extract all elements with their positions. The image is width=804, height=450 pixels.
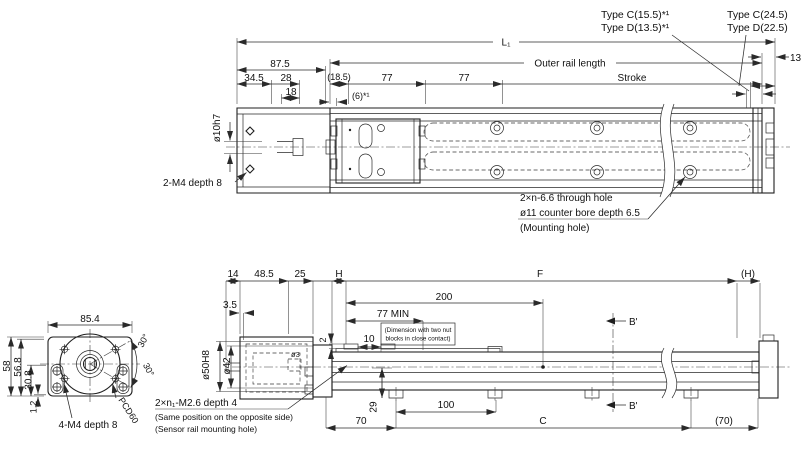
rail-end-cap bbox=[752, 107, 775, 194]
corner-slots bbox=[50, 364, 130, 394]
dim-outer-rail-length: Outer rail length bbox=[534, 59, 605, 70]
dim-56-8: 56.8 bbox=[13, 357, 24, 377]
dim-10: 10 bbox=[363, 334, 375, 345]
callout-pcd: PCD60 bbox=[116, 395, 140, 425]
carriage-block bbox=[330, 118, 426, 184]
dim-6: (6)*¹ bbox=[352, 91, 370, 101]
dim-58: 58 bbox=[2, 360, 13, 372]
dim-14: 14 bbox=[227, 269, 239, 280]
dim-30deg-top: 30° bbox=[136, 332, 151, 349]
dim-1-2: 1.2 bbox=[29, 401, 39, 414]
dim-87-5: 87.5 bbox=[270, 59, 290, 70]
section-b-bottom: B' bbox=[629, 401, 638, 412]
dim-18-5: (18.5) bbox=[327, 72, 351, 82]
dim-dia3: ø3 bbox=[291, 350, 300, 359]
dim-85-4: 85.4 bbox=[80, 314, 100, 325]
m4-hole-markers bbox=[245, 126, 255, 174]
dim-dia50: ø50H8 bbox=[201, 350, 212, 380]
callout-type-d-inner: Type D(13.5)*¹ bbox=[601, 22, 670, 34]
dim-29: 29 bbox=[369, 401, 380, 413]
callout-sensor-3: (Sensor rail mounting hole) bbox=[155, 424, 257, 434]
callout-flange-screws: 4-M4 depth 8 bbox=[59, 420, 118, 431]
rail-feet bbox=[388, 387, 699, 401]
section-b-top: B' bbox=[629, 317, 638, 328]
dim-h-ref: (H) bbox=[741, 269, 755, 280]
note-nut-1: (Dimension with two nut bbox=[385, 327, 452, 334]
dim-30-8: 30.8 bbox=[24, 370, 35, 390]
rail-mounting-holes bbox=[490, 121, 697, 179]
dim-stroke: Stroke bbox=[618, 73, 647, 84]
callout-mount-hole-3: (Mounting hole) bbox=[520, 223, 589, 234]
dim-3-5: 3.5 bbox=[223, 300, 237, 311]
callout-sensor-2: (Same position on the opposite side) bbox=[155, 412, 293, 422]
dim-dia42: ø42 bbox=[222, 357, 233, 375]
side-view: 14 48.5 25 H F (H) 3.5 200 77 MIN (Dimen… bbox=[155, 269, 790, 434]
dim-l1: L₁ bbox=[502, 38, 512, 49]
dim-70: 70 bbox=[355, 416, 367, 427]
dim-f: F bbox=[537, 269, 543, 280]
dim-25: 25 bbox=[294, 269, 306, 280]
dim-18: 18 bbox=[285, 87, 297, 98]
dim-28: 28 bbox=[280, 73, 292, 84]
callout-type-d-outer: Type D(22.5) bbox=[727, 22, 788, 34]
callout-shaft-dia: ø10h7 bbox=[212, 113, 223, 142]
dim-30deg-bottom: 30° bbox=[141, 361, 156, 378]
dim-77-b: 77 bbox=[458, 73, 470, 84]
dim-100: 100 bbox=[438, 400, 455, 411]
dim-48-5: 48.5 bbox=[254, 269, 274, 280]
dim-h: H bbox=[335, 269, 342, 280]
end-view: 85.4 58 56.8 30.8 1.2 30° 30° 4-M4 depth… bbox=[2, 314, 156, 431]
dim-c: C bbox=[539, 416, 546, 427]
callout-motor-screws: 2-M4 depth 8 bbox=[163, 178, 222, 189]
callout-mount-hole-2: ø11 counter bore depth 6.5 bbox=[520, 208, 640, 219]
callout-mount-hole-1: 2×n-6.6 through hole bbox=[520, 193, 613, 204]
callout-sensor-1: 2×n₁-M2.6 depth 4 bbox=[155, 398, 237, 409]
dim-70-ref: (70) bbox=[715, 416, 733, 427]
dim-13: 13 bbox=[790, 53, 802, 64]
note-nut-2: blocks in close contact) bbox=[385, 336, 450, 343]
dim-77-a: 77 bbox=[381, 73, 393, 84]
dim-200: 200 bbox=[436, 292, 453, 303]
dim-34-5: 34.5 bbox=[244, 73, 264, 84]
callout-type-c-outer: Type C(24.5) bbox=[727, 9, 788, 21]
pcd-holes bbox=[59, 344, 121, 384]
dim-77min: 77 MIN bbox=[377, 309, 409, 320]
dim-2: 2 bbox=[318, 337, 328, 342]
plan-view: L₁ Outer rail length 13 87.5 34.5 28 (18… bbox=[163, 9, 802, 234]
callout-type-c-inner: Type C(15.5)*¹ bbox=[601, 9, 670, 21]
